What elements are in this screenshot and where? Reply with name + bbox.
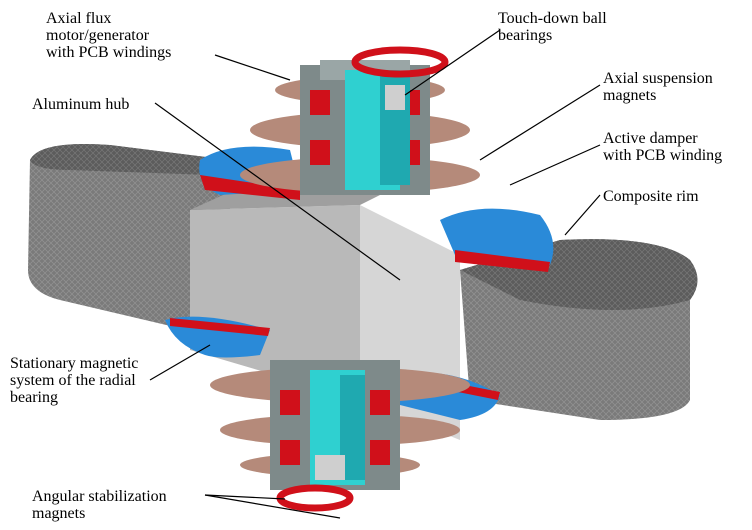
label-stationary-magnetic: Stationary magnetic system of the radial… <box>10 355 139 406</box>
label-axial-flux: Axial flux motor/generator with PCB wind… <box>46 10 172 61</box>
lower-bearing-stack <box>165 316 500 512</box>
label-touchdown-bearings: Touch-down ball bearings <box>498 10 607 44</box>
label-angular-stabilization: Angular stabilization magnets <box>32 488 167 522</box>
leader-lines <box>149 29 601 519</box>
label-aluminum-hub: Aluminum hub <box>32 96 130 113</box>
label-axial-suspension: Axial suspension magnets <box>603 70 713 104</box>
label-active-damper: Active damper with PCB winding <box>603 130 723 164</box>
label-composite-rim: Composite rim <box>603 188 699 205</box>
